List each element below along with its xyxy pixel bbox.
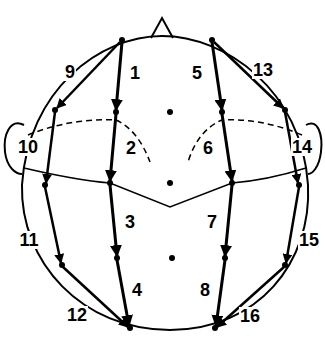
callout-number: 2 <box>125 139 137 157</box>
callout-number: 1 <box>129 64 141 82</box>
callout-number: 12 <box>66 306 88 324</box>
callout-number: 4 <box>131 281 143 299</box>
callout-number: 5 <box>191 64 203 82</box>
callout-number: 7 <box>206 213 218 231</box>
electrode-dot <box>119 37 125 43</box>
electrode-dot <box>167 109 173 115</box>
callout-number: 11 <box>18 231 39 249</box>
electrodes <box>42 37 302 331</box>
electrode-dot <box>219 109 225 115</box>
arrow <box>110 185 117 256</box>
callout-number: 9 <box>64 63 76 81</box>
electrode-dot <box>42 182 48 188</box>
head-outline <box>22 36 308 330</box>
electrode-dot <box>107 180 113 186</box>
arrow <box>116 42 122 110</box>
arrow <box>46 112 55 183</box>
electrode-dot <box>229 180 235 186</box>
callout-number: 14 <box>291 138 313 156</box>
callout-number: 16 <box>239 307 261 325</box>
electrode-dot <box>167 180 173 186</box>
callout-number: 6 <box>202 139 214 157</box>
arrow <box>217 267 284 327</box>
electrode-dot <box>282 262 288 268</box>
electrode-dot <box>52 107 58 113</box>
dashed-line <box>188 120 302 162</box>
arrow <box>212 42 222 110</box>
arrow <box>63 267 128 327</box>
arrow <box>225 185 232 256</box>
arrow <box>110 114 116 181</box>
electrode-dot <box>169 255 175 261</box>
arrow <box>286 187 299 263</box>
electrode-dot <box>113 109 119 115</box>
fissure-line <box>24 168 306 207</box>
electrode-dot <box>59 262 65 268</box>
callout-number: 8 <box>199 281 211 299</box>
arrow <box>57 42 120 108</box>
arrow <box>117 260 129 326</box>
electrode-dot <box>296 182 302 188</box>
arrows <box>45 42 299 327</box>
arrow <box>214 42 283 108</box>
callout-number: 3 <box>124 213 136 231</box>
callout-number: 15 <box>298 231 320 249</box>
arrow <box>45 187 61 263</box>
electrode-dot <box>222 255 228 261</box>
electrode-dot <box>212 325 218 331</box>
arrow <box>222 114 232 181</box>
electrode-dot <box>209 37 215 43</box>
electrode-dot <box>127 325 133 331</box>
dashed-line <box>28 120 150 162</box>
electrode-dot <box>282 107 288 113</box>
callout-number: 13 <box>252 61 274 79</box>
arrow <box>216 260 225 326</box>
electrode-dot <box>114 255 120 261</box>
callout-number: 10 <box>17 138 39 156</box>
